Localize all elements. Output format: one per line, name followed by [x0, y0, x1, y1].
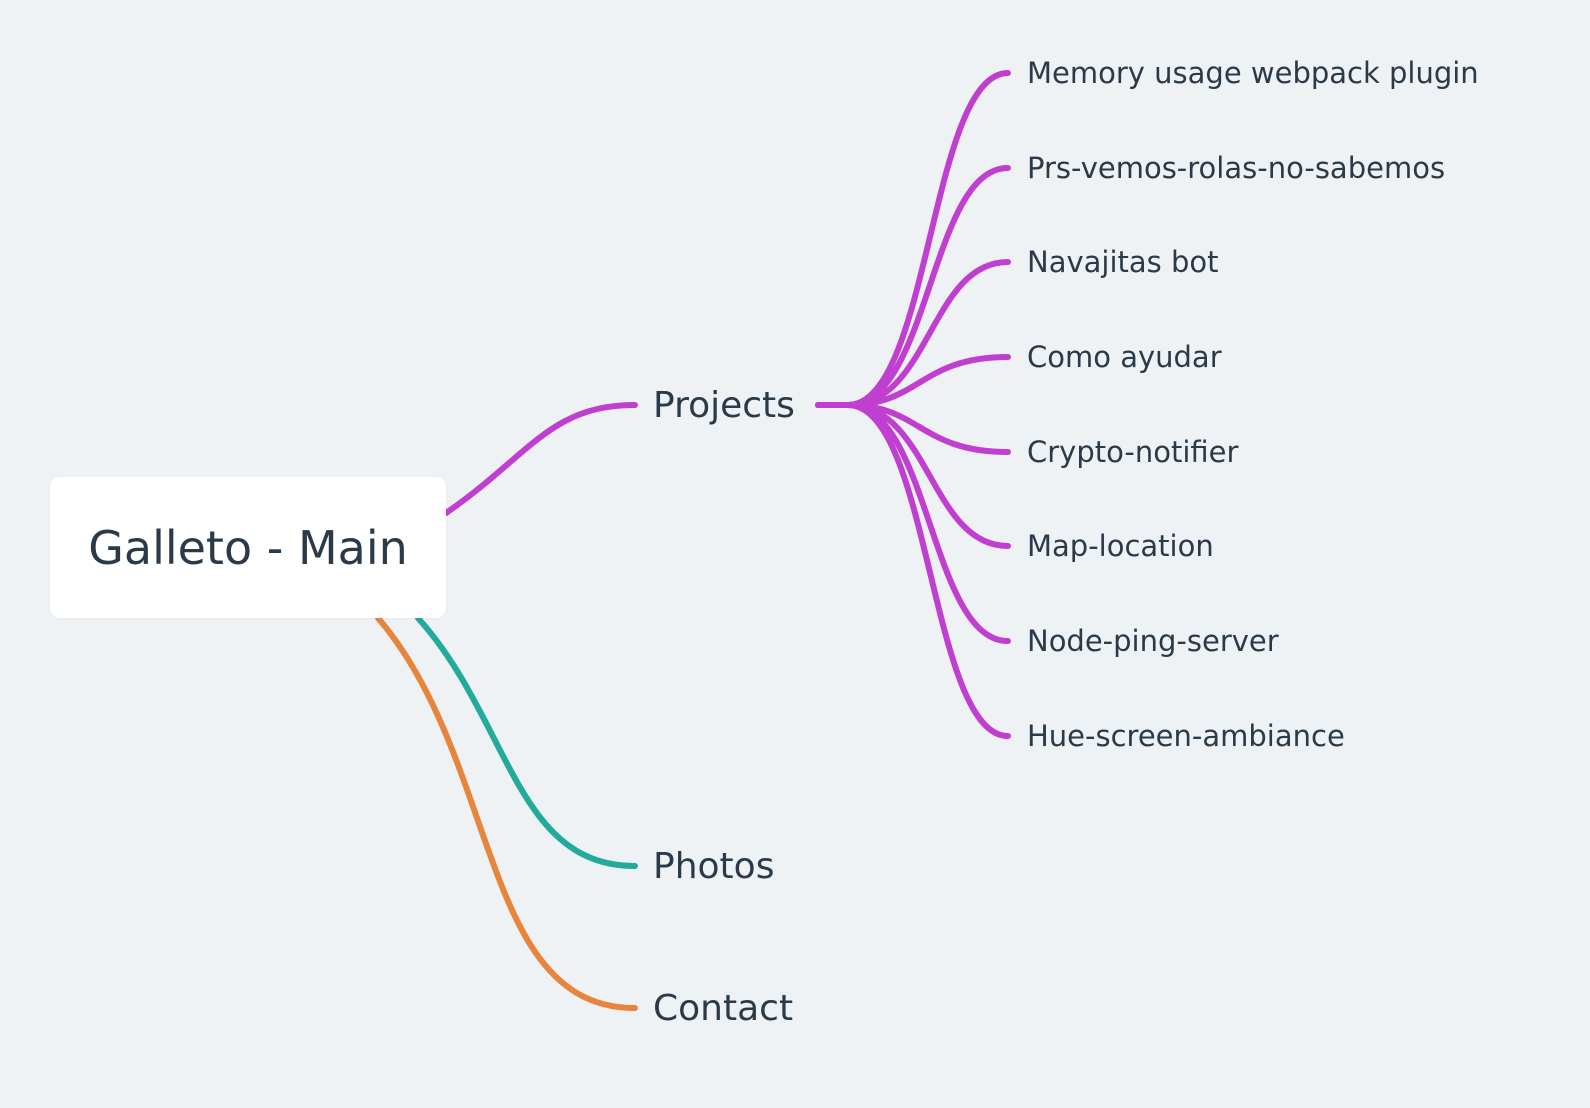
link-root-projects	[443, 402, 638, 516]
leaf-node-node-ping-server[interactable]: Node-ping-server	[1027, 624, 1279, 658]
branch-node-projects[interactable]: Projects	[653, 385, 795, 426]
leaf-node-como-ayudar[interactable]: Como ayudar	[1027, 340, 1222, 374]
branch-node-photos[interactable]: Photos	[653, 846, 775, 887]
leaf-node-crypto-notifier[interactable]: Crypto-notifier	[1027, 435, 1239, 469]
leaf-node-map-location[interactable]: Map-location	[1027, 529, 1214, 563]
branch-node-contact[interactable]: Contact	[653, 988, 794, 1029]
leaf-node-prs-vemos-rolas-no-sabemos[interactable]: Prs-vemos-rolas-no-sabemos	[1027, 151, 1446, 185]
link-projects-child	[815, 402, 1011, 644]
leaf-node-memory-usage-webpack-plugin[interactable]: Memory usage webpack plugin	[1027, 56, 1479, 90]
link-projects-child	[815, 70, 1011, 408]
link-projects-child	[815, 402, 1011, 739]
root-label: Galleto - Main	[88, 520, 408, 575]
leaf-node-hue-screen-ambiance[interactable]: Hue-screen-ambiance	[1027, 719, 1345, 753]
link-root-photos	[415, 615, 638, 869]
leaf-node-navajitas-bot[interactable]: Navajitas bot	[1027, 245, 1219, 279]
link-projects-child	[815, 165, 1011, 408]
root-node[interactable]: Galleto - Main	[50, 477, 446, 618]
link-root-contact	[375, 615, 638, 1011]
